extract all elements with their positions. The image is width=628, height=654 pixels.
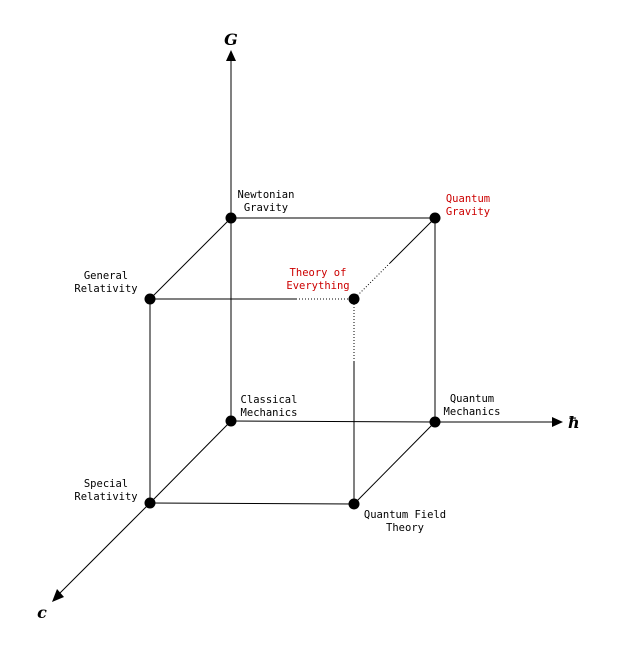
hbar-axis-label: ħ xyxy=(568,413,580,432)
label-general-relativity-line1: General xyxy=(84,270,128,282)
label-newtonian-gravity-line1: Newtonian xyxy=(238,189,295,201)
label-quantum-gravity-line1: Quantum xyxy=(446,193,490,205)
node-newtonian-gravity xyxy=(225,212,237,224)
label-theory-of-everything-line1: Theory of xyxy=(290,267,347,279)
g-axis-arrowhead xyxy=(226,50,236,61)
label-classical-mechanics-line2: Mechanics xyxy=(241,407,298,419)
node-general-relativity xyxy=(144,293,156,305)
label-general-relativity-line2: Relativity xyxy=(74,283,137,295)
edge-cm-qm xyxy=(230,420,436,423)
label-quantum-field-theory-line1: Quantum Field xyxy=(364,509,446,521)
edge-qm-qft xyxy=(353,421,436,505)
label-theory-of-everything-line2: Everything xyxy=(286,280,349,292)
label-special-relativity-line1: Special xyxy=(84,478,128,490)
label-quantum-field-theory-line2: Theory xyxy=(386,522,424,534)
node-special-relativity xyxy=(144,497,156,509)
label-special-relativity-line2: Relativity xyxy=(74,491,137,503)
edge-qg-toe xyxy=(389,217,436,264)
label-quantum-gravity-line2: Gravity xyxy=(446,206,490,218)
edge-sr-qft xyxy=(149,502,355,505)
c-axis-arrowhead xyxy=(52,589,64,602)
c-axis-line xyxy=(59,502,151,594)
label-newtonian-gravity-line2: Gravity xyxy=(244,202,288,214)
edge-qg-toe-dotted xyxy=(353,262,391,300)
c-axis-label: c xyxy=(37,603,47,622)
node-quantum-gravity xyxy=(429,212,441,224)
node-classical-mechanics xyxy=(225,415,237,427)
edge-ng-gr xyxy=(149,217,232,300)
node-quantum-field-theory xyxy=(348,498,360,510)
label-classical-mechanics-line1: Classical xyxy=(241,394,298,406)
edge-cm-sr xyxy=(149,420,232,504)
g-axis-label: G xyxy=(224,30,238,49)
label-quantum-mechanics-line1: Quantum xyxy=(450,393,494,405)
node-theory-of-everything xyxy=(348,293,360,305)
node-quantum-mechanics xyxy=(429,416,441,428)
hbar-axis-arrowhead xyxy=(552,417,563,427)
label-quantum-mechanics-line2: Mechanics xyxy=(444,406,501,418)
